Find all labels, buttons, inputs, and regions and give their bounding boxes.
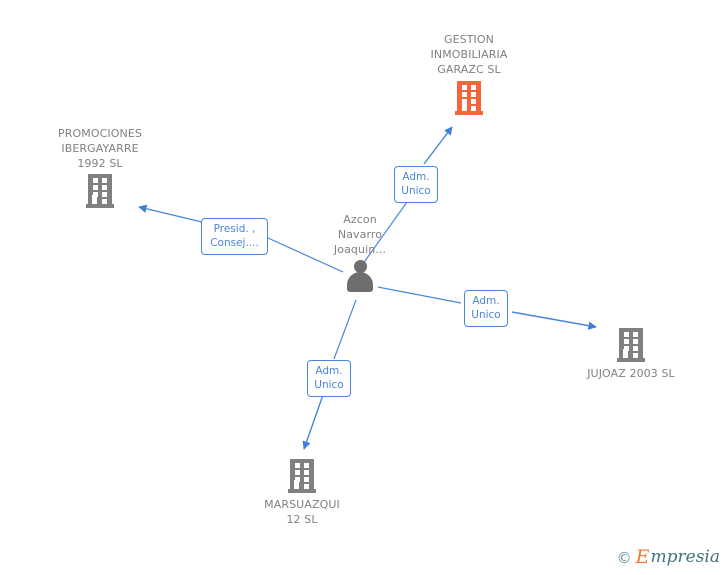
node-label-gestion: GESTION INMOBILIARIA GARAZC SL (430, 33, 508, 76)
building-icon (617, 328, 645, 362)
building-icon (288, 459, 316, 493)
node-label-jujoaz: JUJOAZ 2003 SL (587, 367, 675, 380)
node-label-person: Azcon Navarro Joaquin... (333, 213, 387, 256)
building-icon (455, 81, 483, 115)
node-marsuazqui-12-sl[interactable]: MARSUAZQUI 12 SL (227, 459, 377, 527)
copyright-icon: © (616, 548, 632, 567)
watermark: © E mpresia (617, 548, 720, 567)
person-icon (343, 260, 377, 292)
edge-label-to-jujoaz[interactable]: Adm. Unico (464, 290, 508, 327)
brand-initial: E (635, 546, 650, 568)
building-icon (86, 174, 114, 208)
edge-label-to-marsuazqui[interactable]: Adm. Unico (307, 360, 351, 397)
node-label-promociones: PROMOCIONES IBERGAYARRE 1992 SL (58, 127, 142, 170)
node-gestion-inmobiliaria-garazc-sl[interactable]: GESTION INMOBILIARIA GARAZC SL (394, 32, 544, 115)
node-jujoaz-2003-sl[interactable]: JUJOAZ 2003 SL (556, 328, 706, 381)
node-person-azcon-navarro-joaquin[interactable]: Azcon Navarro Joaquin... (285, 212, 435, 292)
edge-label-to-promociones[interactable]: Presid. , Consej.... (201, 218, 268, 255)
edge-label-to-gestion[interactable]: Adm. Unico (394, 166, 438, 203)
brand-name: mpresia (650, 547, 721, 567)
node-label-marsuazqui: MARSUAZQUI 12 SL (264, 498, 340, 526)
node-promociones-ibergayarre-1992-sl[interactable]: PROMOCIONES IBERGAYARRE 1992 SL (25, 126, 175, 208)
